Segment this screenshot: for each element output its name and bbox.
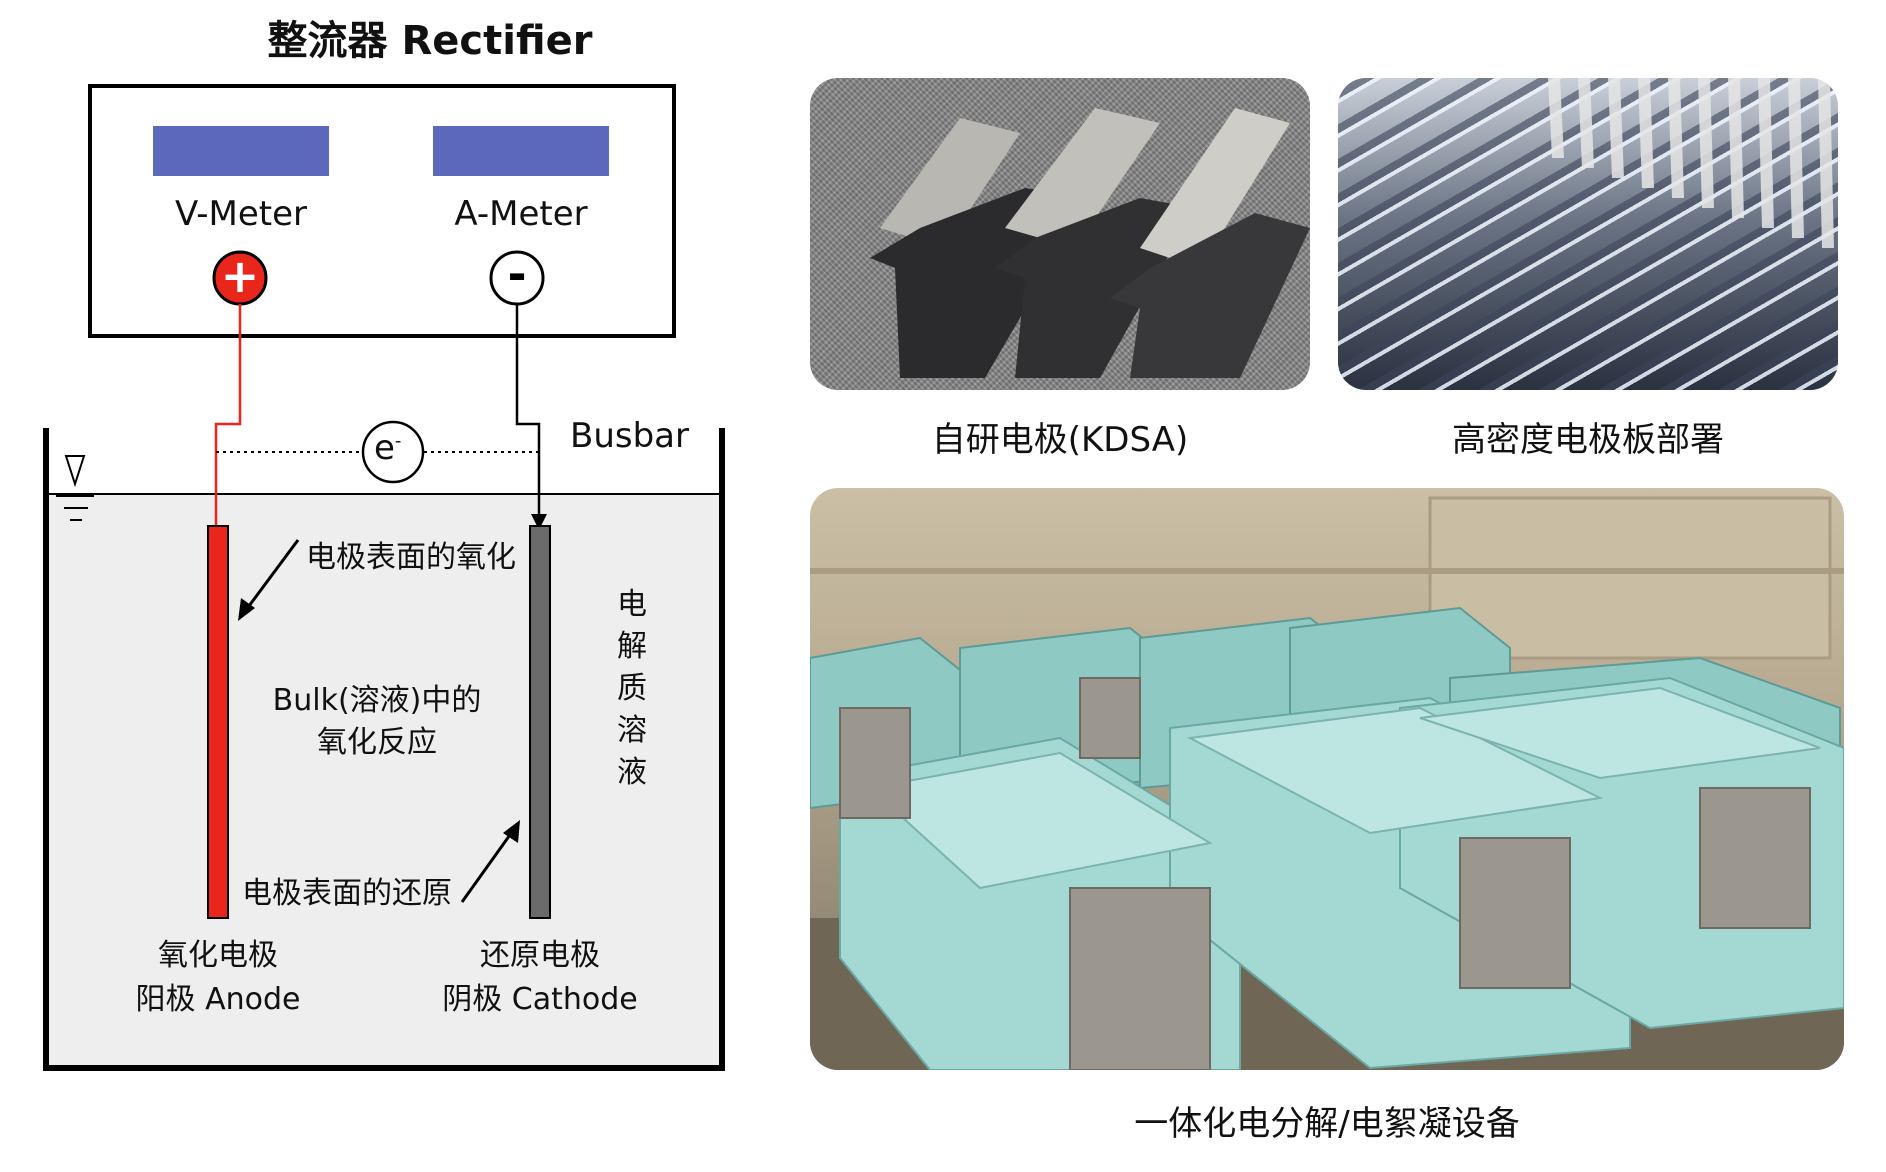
cathode-arrow-icon (531, 514, 547, 530)
cathode-label: 还原电极 阴极 Cathode (420, 934, 660, 1022)
busbar-label: Busbar (570, 416, 689, 456)
bulk-reaction-label: Bulk(溶液)中的 氧化反应 (262, 680, 492, 764)
bulk-reaction-line2: 氧化反应 (317, 725, 437, 760)
electrolyte-char: 液 (617, 755, 647, 790)
electrolyte-char: 质 (617, 671, 647, 706)
electrode-plate (1110, 108, 1310, 378)
anode-label-line1: 氧化电极 (158, 938, 278, 973)
equipment-caption: 一体化电分解/电絮凝设备 (1134, 1104, 1520, 1144)
cathode-label-line2: 阴极 Cathode (442, 982, 638, 1017)
anode-label-line2: 阳极 Anode (135, 982, 301, 1017)
cathode-reduction-label: 电极表面的还原 (242, 876, 452, 911)
electrolysis-schematic (43, 84, 725, 1071)
electrolyte-char: 电 (617, 587, 647, 622)
v-meter-label: V-Meter (174, 194, 307, 234)
reduction-arrow-icon (460, 820, 520, 903)
electron-charge: - (394, 430, 402, 452)
electron-symbol: e (374, 428, 395, 468)
cathode-label-line1: 还原电极 (480, 938, 600, 973)
bulk-reaction-line1: Bulk(溶液)中的 (272, 683, 482, 718)
a-meter-display (433, 126, 609, 176)
dense-caption: 高密度电极板部署 (1452, 420, 1724, 460)
electrolyte-char: 溶 (617, 713, 647, 748)
electrode-plates-array (1548, 78, 1834, 248)
kdsa-electrode-illustration (870, 108, 1310, 378)
electron-circle-icon (361, 420, 425, 484)
electrolyte-char: 解 (617, 629, 647, 664)
kdsa-caption: 自研电极(KDSA) (931, 420, 1189, 460)
dense-electrode-illustration (1548, 78, 1834, 248)
kdsa-electrode-photo (810, 78, 1310, 390)
tank-outline (43, 428, 725, 1071)
equipment-lid (867, 686, 1821, 890)
integrated-equipment-photo (810, 488, 1844, 1070)
control-box (839, 677, 1811, 1070)
water-level-symbol (56, 455, 94, 521)
anode-label: 氧化电极 阳极 Anode (108, 934, 328, 1022)
minus-symbol: - (507, 247, 527, 301)
oxidation-arrow-icon (238, 539, 300, 621)
anode-electrode (207, 525, 229, 919)
electron-label: e- (374, 428, 401, 468)
cathode-electrode (529, 525, 551, 919)
plus-symbol: + (220, 249, 260, 303)
anode-wire (214, 304, 242, 530)
anode-oxidation-label: 电极表面的氧化 (306, 540, 516, 575)
rectifier-title: 整流器 Rectifier (267, 18, 593, 64)
v-meter-display (153, 126, 329, 176)
cathode-wire (515, 304, 541, 520)
dense-electrode-deployment-photo (1338, 78, 1838, 390)
equipment-illustration (810, 496, 1844, 1070)
electrolyte-label: 电 解 质 溶 液 (612, 584, 652, 794)
electrolyte-fill (46, 494, 722, 1068)
a-meter-label: A-Meter (454, 194, 588, 234)
